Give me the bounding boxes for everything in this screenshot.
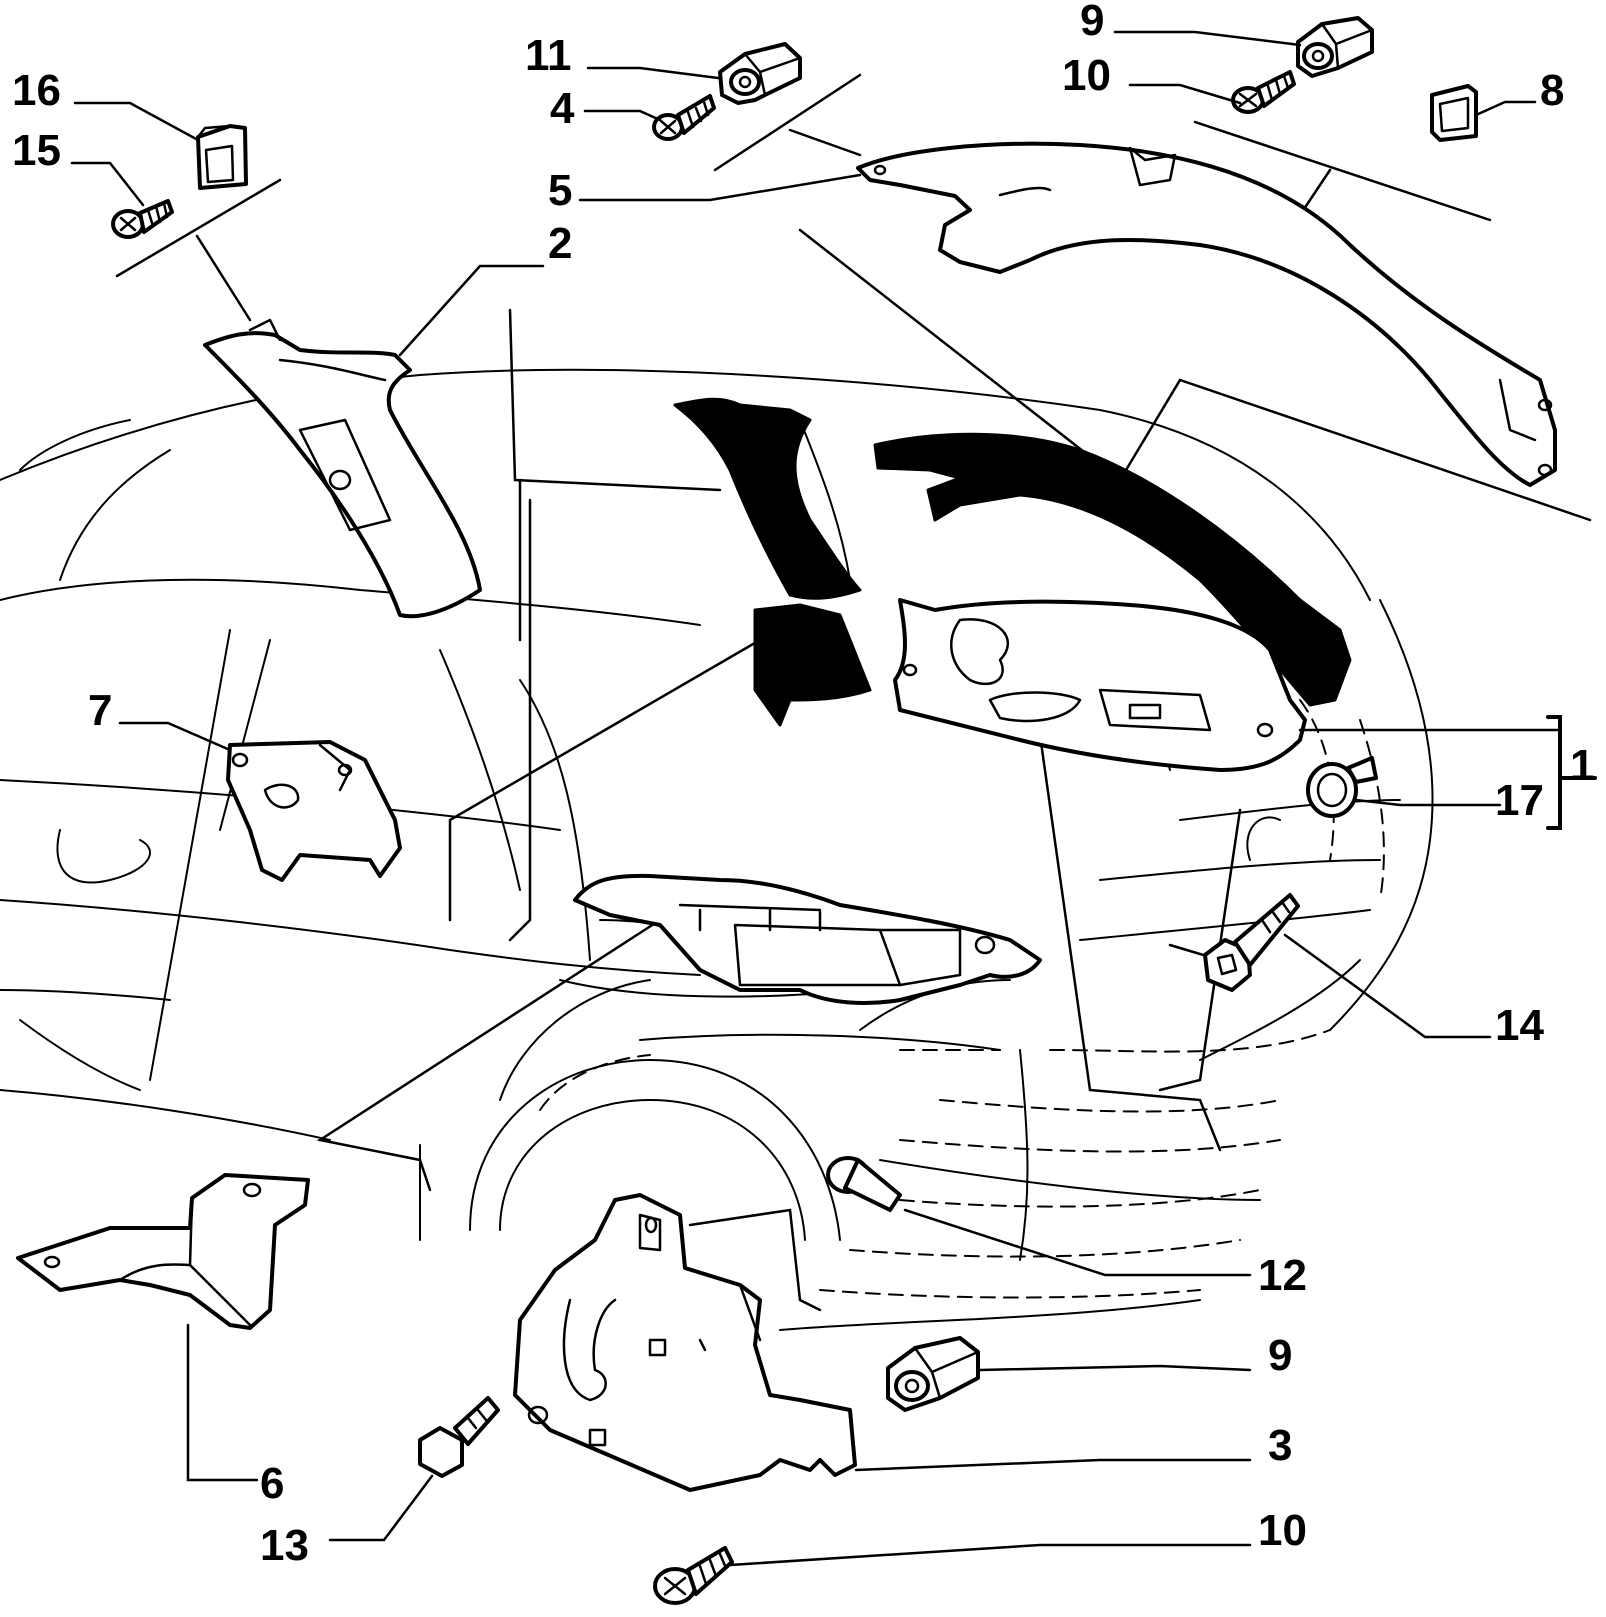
clip-part-8 [1430, 84, 1478, 142]
bolt-part-12 [826, 1156, 902, 1212]
screw-part-4 [652, 94, 716, 141]
nut-part-9-bottom [886, 1336, 980, 1412]
nut-part-9-top [1296, 16, 1374, 78]
cap-part-17 [1306, 756, 1378, 818]
callout-1: 1 [1570, 741, 1594, 790]
anchor-bracket-part-3 [513, 1193, 857, 1492]
callout-12: 12 [1258, 1251, 1307, 1300]
callout-17: 17 [1495, 776, 1544, 825]
bracket-part-6 [16, 1173, 310, 1330]
callout-3: 3 [1268, 1421, 1292, 1470]
callout-14: 14 [1495, 1001, 1544, 1050]
bracket-part-7 [226, 740, 402, 882]
callout-9-top: 9 [1080, 0, 1104, 45]
roof-trim-part-5 [856, 141, 1557, 487]
callout-8: 8 [1540, 66, 1564, 115]
belt-housing-assembly [573, 873, 1042, 1005]
group-bracket-1-17 [1546, 715, 1597, 830]
callout-9-bottom: 9 [1268, 1331, 1292, 1380]
pillar-trim-part-2 [203, 318, 482, 619]
callout-4: 4 [550, 84, 575, 133]
callout-6: 6 [260, 1459, 284, 1508]
screw-part-10-top [1231, 70, 1296, 114]
screw-part-15 [111, 199, 174, 239]
callout-7: 7 [88, 686, 112, 735]
callout-2: 2 [548, 219, 572, 268]
callout-11: 11 [525, 31, 572, 80]
quarter-trim-part-1 [893, 598, 1307, 772]
clip-part-16 [196, 124, 248, 190]
screw-part-10-bottom [653, 1546, 734, 1605]
installed-trim-silhouettes [673, 397, 1352, 727]
callout-5: 5 [548, 166, 572, 215]
callout-leaders [70, 30, 1562, 1567]
nut-part-11 [718, 42, 802, 105]
callout-16: 16 [12, 66, 61, 115]
callout-10-bottom: 10 [1258, 1506, 1307, 1555]
callout-15: 15 [12, 126, 61, 175]
locator-lines [115, 73, 1592, 1312]
callout-13: 13 [260, 1521, 309, 1570]
callout-labels: 16 15 11 4 5 2 9 10 8 1 17 7 14 12 9 3 6… [12, 0, 1594, 1570]
bolt-part-13 [418, 1396, 500, 1478]
callout-10-top: 10 [1062, 51, 1111, 100]
bolt-part-14 [1203, 893, 1300, 992]
